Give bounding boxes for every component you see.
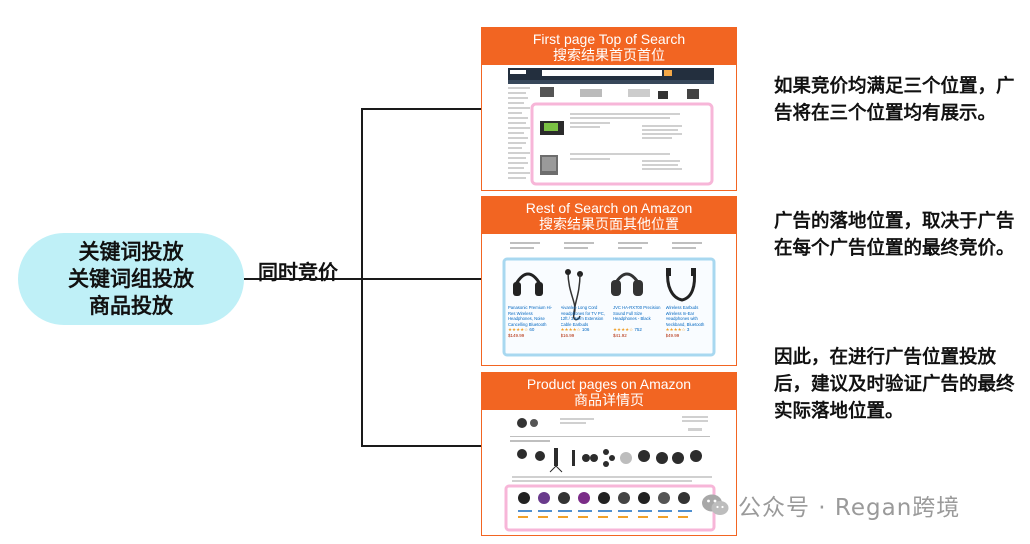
review-count: 3 (686, 327, 690, 332)
simultaneous-bidding-label: 同时竞价 (258, 260, 338, 284)
product-title[interactable]: Aivanlee Long Cord Headphones for TV PC,… (560, 305, 605, 327)
connector-branch-middle (361, 278, 481, 280)
placement-title-cn: 搜索结果首页首位 (553, 47, 665, 63)
placement-top-of-search: First page Top of Search 搜索结果首页首位 (481, 27, 737, 191)
review-count: 752 (634, 327, 642, 332)
targeting-keyword-group: 关键词组投放 (68, 266, 194, 291)
product-title[interactable]: JVC HA-RX700 Precision Sound Full Size H… (613, 305, 661, 322)
wechat-icon (702, 494, 729, 515)
placement-title-en: Product pages on Amazon (526, 376, 692, 392)
placement-rest-of-search: Rest of Search on Amazon 搜索结果页面其他位置 (481, 196, 737, 366)
product-rating: ★★★★☆ 106 (560, 327, 590, 332)
product-title[interactable]: Panasonic Premium Hi-Res Wireless Headph… (508, 305, 552, 327)
watermark: 公众号 · Regan跨境 (700, 488, 960, 522)
placement-title-en: First page Top of Search (532, 31, 686, 47)
placement-product-pages: Product pages on Amazon 商品详情页 (481, 372, 737, 536)
product-rating: ★★★★☆ 752 (613, 327, 642, 332)
placement-title-cn: 商品详情页 (574, 392, 644, 408)
product-price: $49.99 (665, 333, 680, 338)
placement-header: Rest of Search on Amazon 搜索结果页面其他位置 (482, 197, 736, 234)
note-all-placements: 如果竞价均满足三个位置，广告将在三个位置均有展示。 (774, 76, 1015, 124)
product-price: $16.99 (560, 333, 575, 338)
connector-vertical (361, 108, 363, 446)
targeting-types-pill: 关键词投放 关键词组投放 商品投放 (18, 233, 244, 325)
targeting-product: 商品投放 (89, 293, 173, 318)
connector-horizontal (244, 278, 362, 280)
targeting-keyword: 关键词投放 (78, 239, 184, 264)
rest-of-search-screenshot (482, 234, 736, 365)
product-rating: ★★★★☆ 60 (508, 327, 535, 332)
product-cards: Panasonic Premium Hi-Res Wireless Headph… (508, 305, 714, 353)
placement-title-cn: 搜索结果页面其他位置 (539, 216, 679, 232)
product-title[interactable]: Wireless Earbuds Wireless In-Ear Headpho… (665, 305, 705, 327)
product-price: $41.92 (613, 333, 627, 338)
product-card[interactable]: Panasonic Premium Hi-Res Wireless Headph… (508, 305, 557, 353)
product-card[interactable]: Wireless Earbuds Wireless In-Ear Headpho… (666, 305, 715, 353)
note-verify-placement: 因此，在进行广告位置投放后，建议及时验证广告的最终实际落地位置。 (774, 347, 1015, 422)
connector-branch-top (361, 108, 481, 110)
placement-title-en: Rest of Search on Amazon (525, 200, 693, 216)
placement-header: First page Top of Search 搜索结果首页首位 (482, 28, 736, 65)
connector-branch-bottom (361, 445, 481, 447)
review-count: 106 (581, 327, 590, 332)
product-price: $149.99 (508, 333, 525, 338)
product-card[interactable]: JVC HA-RX700 Precision Sound Full Size H… (613, 305, 662, 353)
product-card[interactable]: Aivanlee Long Cord Headphones for TV PC,… (561, 305, 610, 353)
product-pages-screenshot (482, 410, 736, 535)
product-rating: ★★★★☆ 3 (665, 327, 690, 332)
placement-header: Product pages on Amazon 商品详情页 (482, 373, 736, 410)
note-final-bid: 广告的落地位置，取决于广告在每个广告位置的最终竞价。 (774, 211, 1015, 259)
top-of-search-screenshot (482, 65, 736, 190)
review-count: 60 (529, 327, 535, 332)
watermark-text: 公众号 · Regan跨境 (738, 495, 961, 521)
